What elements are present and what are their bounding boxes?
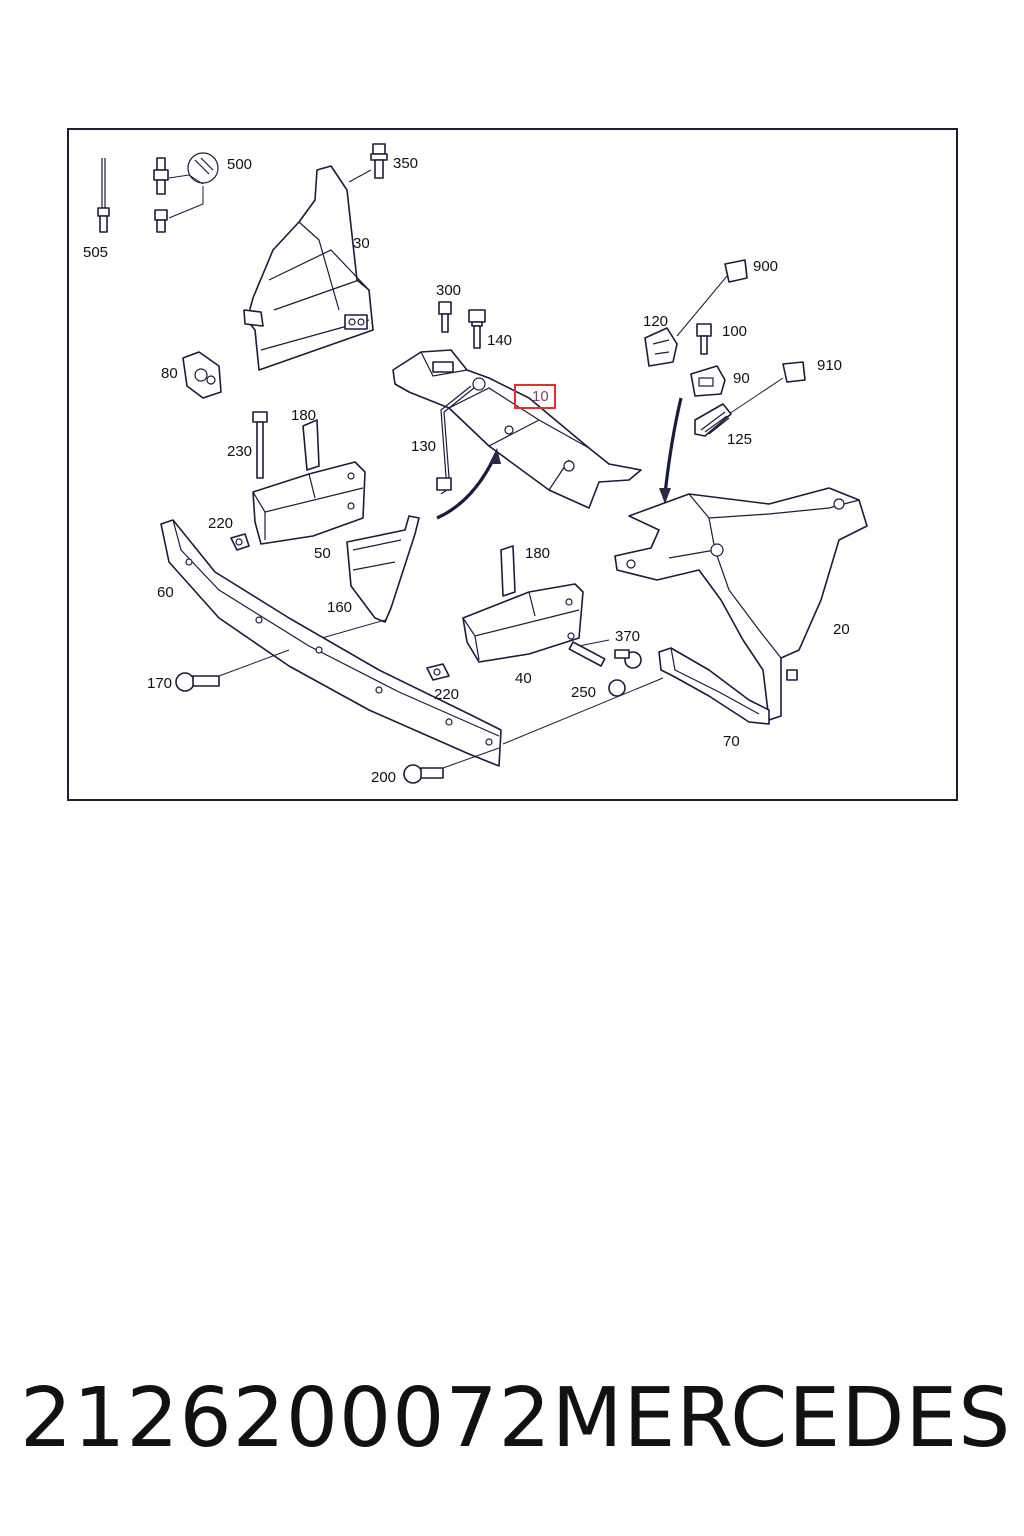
callout-120[interactable]: 120 (643, 313, 669, 330)
callout-250[interactable]: 250 (571, 684, 597, 701)
clip-90 (690, 365, 726, 397)
arrow-to-20 (663, 397, 683, 495)
callout-130[interactable]: 130 (411, 438, 437, 455)
callout-70[interactable]: 70 (723, 733, 740, 750)
callout-900[interactable]: 900 (753, 258, 779, 275)
bolt-140 (468, 309, 486, 349)
callout-50[interactable]: 50 (314, 545, 331, 562)
callout-300[interactable]: 300 (436, 282, 462, 299)
callout-100[interactable]: 100 (722, 323, 748, 340)
bolt-200 (403, 747, 500, 784)
callout-170[interactable]: 170 (147, 675, 173, 692)
clip-220-lower (426, 663, 450, 681)
crossmember-10 (392, 349, 642, 509)
fastener-500 (153, 152, 219, 233)
bolt-230 (252, 411, 268, 479)
callout-200[interactable]: 200 (371, 769, 397, 786)
plug-900 (676, 259, 748, 337)
bracket-30 (243, 165, 374, 371)
callout-230[interactable]: 230 (227, 443, 253, 460)
bracket-160 (314, 515, 420, 641)
callout-500[interactable]: 500 (227, 156, 253, 173)
bolt-100 (696, 323, 712, 355)
callout-90[interactable]: 90 (733, 370, 750, 387)
grill-125 (694, 403, 732, 437)
brand-name: MERCEDES (551, 1370, 1012, 1466)
callout-370[interactable]: 370 (615, 628, 641, 645)
callout-30[interactable]: 30 (353, 235, 370, 252)
arrow-to-10 (436, 455, 497, 520)
callout-160[interactable]: 160 (327, 599, 353, 616)
callout-10-highlighted[interactable]: 10 (514, 384, 556, 409)
bracket-40 (462, 583, 610, 663)
bolt-505 (97, 158, 110, 233)
bolt-350 (348, 143, 388, 183)
bolt-370 (614, 649, 642, 669)
product-caption: 2126200072 MERCEDES (20, 1368, 1010, 1468)
plug-910 (728, 361, 806, 415)
callout-350[interactable]: 350 (393, 155, 419, 172)
bracket-50 (252, 461, 366, 545)
callout-20[interactable]: 20 (833, 621, 850, 638)
callout-80[interactable]: 80 (161, 365, 178, 382)
callout-140[interactable]: 140 (487, 332, 513, 349)
frame-20 (614, 487, 868, 721)
callout-180-upper[interactable]: 180 (291, 407, 317, 424)
bolt-300 (438, 301, 452, 333)
callout-40[interactable]: 40 (515, 670, 532, 687)
callout-60[interactable]: 60 (157, 584, 174, 601)
callout-910[interactable]: 910 (817, 357, 843, 374)
callout-505[interactable]: 505 (83, 244, 109, 261)
parts-diagram: 505 500 350 30 900 300 140 120 100 910 8… (67, 128, 958, 801)
callout-220-lower[interactable]: 220 (434, 686, 460, 703)
bolt-170 (175, 649, 290, 692)
bolt-250 (568, 641, 626, 697)
part-number: 2126200072 (20, 1370, 552, 1466)
bracket-70 (502, 647, 770, 745)
bracket-180-lower (500, 545, 516, 597)
callout-125[interactable]: 125 (727, 431, 753, 448)
parts-illustration (97, 143, 868, 784)
beam-60 (160, 519, 502, 767)
callout-220-upper[interactable]: 220 (208, 515, 234, 532)
callout-180-lower[interactable]: 180 (525, 545, 551, 562)
bracket-180-upper (302, 419, 320, 471)
clip-80 (182, 351, 222, 399)
rod-130 (436, 385, 475, 495)
clip-220-upper (230, 533, 250, 551)
clip-120 (644, 327, 678, 367)
